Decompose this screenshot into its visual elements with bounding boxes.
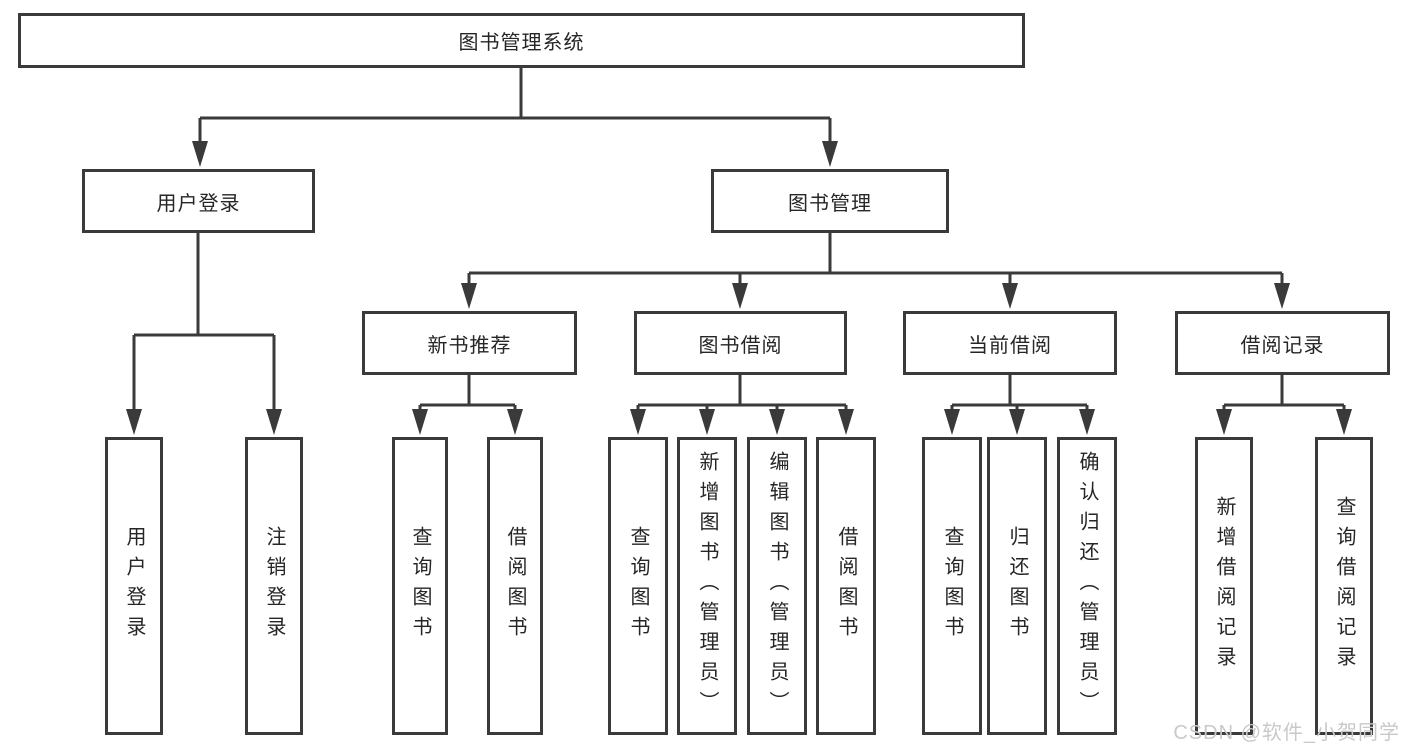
- node-book-borrow: 图书借阅: [634, 311, 847, 375]
- leaf-query-book-recommend-label: 查询图书: [409, 526, 431, 646]
- node-borrow-records-label: 借阅记录: [1240, 334, 1325, 357]
- leaf-add-book-admin: 新增图书（管理员）: [677, 437, 737, 735]
- arrowhead-icon: [1009, 409, 1025, 435]
- node-user-login-group: 用户登录: [82, 169, 315, 233]
- node-book-management-label: 图书管理: [788, 192, 872, 215]
- leaf-confirm-return-admin: 确认归还（管理员）: [1057, 437, 1117, 735]
- connector-book-management-branch: [467, 232, 1284, 289]
- node-borrow-records: 借阅记录: [1175, 311, 1390, 375]
- arrowhead-icon: [266, 409, 282, 435]
- leaf-borrow-book-label: 借阅图书: [835, 526, 857, 646]
- arrowhead-icon: [461, 283, 477, 309]
- leaf-borrow-book: 借阅图书: [816, 437, 876, 735]
- arrowhead-icon: [822, 141, 838, 167]
- leaf-logout: 注销登录: [245, 437, 303, 735]
- connector-book-borrow-branch: [636, 375, 848, 414]
- leaf-query-book-borrow-label: 查询图书: [627, 526, 649, 646]
- connector-borrow-record-branch: [1222, 375, 1346, 414]
- leaf-query-borrow-record: 查询借阅记录: [1315, 437, 1373, 735]
- node-book-management: 图书管理: [711, 169, 949, 233]
- leaf-borrow-book-recommend: 借阅图书: [487, 437, 543, 735]
- leaf-query-borrow-record-label: 查询借阅记录: [1333, 496, 1355, 676]
- leaf-add-borrow-record-label: 新增借阅记录: [1213, 496, 1235, 676]
- node-new-book-recommend-label: 新书推荐: [427, 334, 512, 357]
- leaf-add-book-admin-label: 新增图书（管理员）: [696, 451, 718, 721]
- arrowhead-icon: [412, 409, 428, 435]
- leaf-user-login: 用户登录: [105, 437, 163, 735]
- connector-root-to-level2: [198, 68, 832, 146]
- node-current-borrow-label: 当前借阅: [968, 334, 1052, 357]
- leaf-edit-book-admin-label: 编辑图书（管理员）: [766, 451, 788, 721]
- node-current-borrow: 当前借阅: [903, 311, 1117, 375]
- leaf-query-book-recommend: 查询图书: [392, 437, 448, 735]
- leaf-query-book-current: 查询图书: [922, 437, 982, 735]
- arrowhead-icon: [1216, 409, 1232, 435]
- leaf-edit-book-admin: 编辑图书（管理员）: [747, 437, 807, 735]
- connector-new-book-branch: [418, 375, 517, 414]
- arrowhead-icon: [699, 409, 715, 435]
- arrowhead-icon: [1274, 283, 1290, 309]
- node-library-system: 图书管理系统: [18, 13, 1025, 68]
- leaf-confirm-return-admin-label: 确认归还（管理员）: [1076, 451, 1098, 721]
- leaf-query-book-borrow: 查询图书: [608, 437, 668, 735]
- node-book-borrow-label: 图书借阅: [698, 334, 783, 357]
- arrowhead-icon: [944, 409, 960, 435]
- arrowhead-icon: [507, 409, 523, 435]
- arrowhead-icon: [1336, 409, 1352, 435]
- node-new-book-recommend: 新书推荐: [362, 311, 577, 375]
- arrowhead-icon: [769, 409, 785, 435]
- connector-lines: [132, 68, 1346, 414]
- leaf-query-book-current-label: 查询图书: [941, 526, 963, 646]
- arrowhead-icon: [1002, 283, 1018, 309]
- node-user-login-group-label: 用户登录: [156, 192, 241, 215]
- arrowhead-icon: [732, 283, 748, 309]
- leaf-return-book-label: 归还图书: [1006, 526, 1028, 646]
- leaf-borrow-book-recommend-label: 借阅图书: [504, 526, 526, 646]
- connector-current-borrow-branch: [950, 375, 1089, 414]
- arrowhead-icon: [126, 409, 142, 435]
- arrowhead-icon: [192, 141, 208, 167]
- arrowhead-icon: [630, 409, 646, 435]
- arrowhead-icon: [1079, 409, 1095, 435]
- connector-user-login-branch: [132, 232, 276, 412]
- arrowhead-icon: [838, 409, 854, 435]
- leaf-user-login-label: 用户登录: [123, 526, 145, 646]
- arrowheads: [126, 141, 1352, 435]
- leaf-add-borrow-record: 新增借阅记录: [1195, 437, 1253, 735]
- leaf-return-book: 归还图书: [987, 437, 1047, 735]
- node-library-system-label: 图书管理系统: [458, 32, 585, 54]
- leaf-logout-label: 注销登录: [263, 526, 285, 646]
- watermark: CSDN @软件_小贺同学: [1173, 722, 1400, 744]
